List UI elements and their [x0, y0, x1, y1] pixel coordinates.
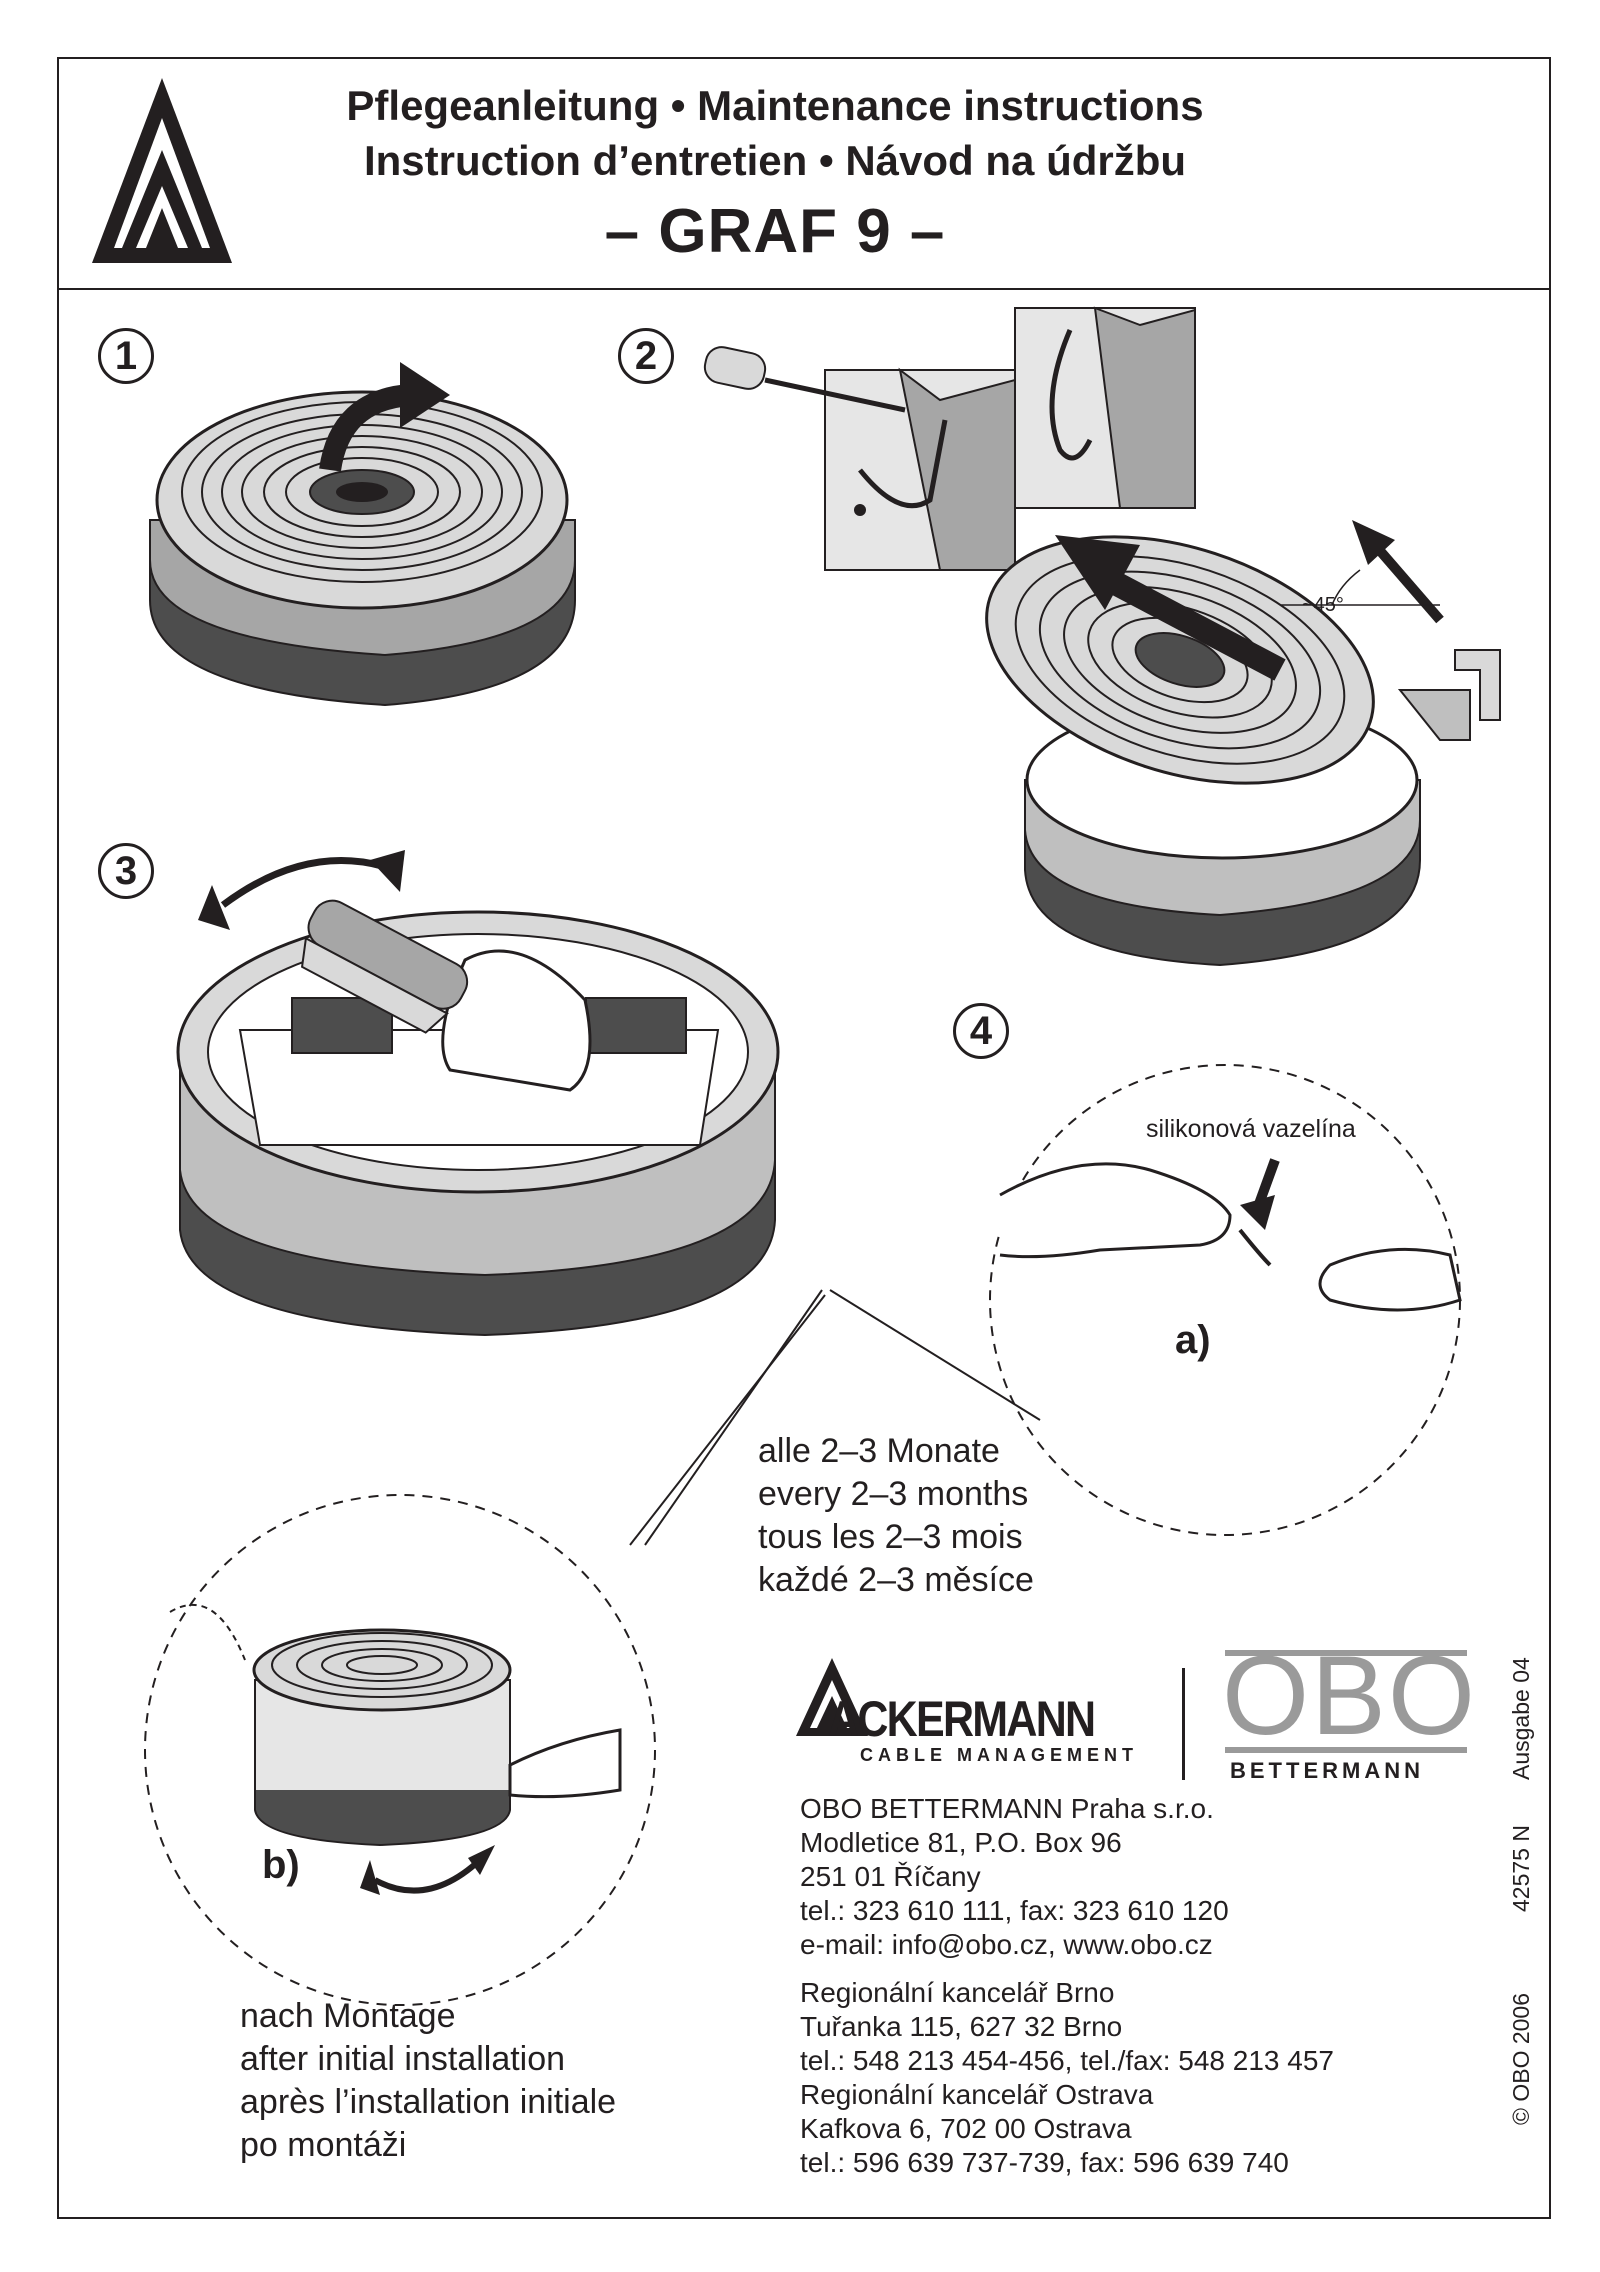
initial-callout: nach Montage after initial installation …: [240, 1995, 616, 2167]
ackermann-wordmark: ACKERMANN: [828, 1691, 1096, 1747]
step3-cleaning-illustration: [176, 850, 780, 1337]
obo-subtitle: BETTERMANN: [1230, 1758, 1424, 1783]
interval-callout: alle 2–3 Monate every 2–3 months tous le…: [758, 1430, 1034, 1602]
company-email: e-mail: info@obo.cz, www.obo.cz: [800, 1929, 1213, 1960]
obo-frame-icon: [1225, 1650, 1467, 1753]
lubricant-label: silikonová vazelína: [1146, 1115, 1356, 1143]
product-title: – GRAF 9 –: [604, 197, 946, 266]
page-frame: [57, 57, 1551, 2219]
document-number: 42575 N: [1508, 1825, 1534, 1912]
ackermann-logo-icon: [796, 1658, 868, 1736]
initial-de: nach Montage: [240, 1997, 456, 2035]
step1-floorbox-illustration: [149, 362, 576, 707]
brno-office-title: Regionální kancelář Brno: [800, 1977, 1115, 2008]
ostrava-office-title: Regionální kancelář Ostrava: [800, 2079, 1154, 2110]
ackermann-subtitle: CABLE MANAGEMENT: [860, 1745, 1138, 1765]
angle-label: ~45°: [1302, 594, 1344, 616]
detail-a-label: a): [1175, 1318, 1211, 1362]
step-number-4: 4: [953, 1003, 1009, 1059]
detail-b-label: b): [262, 1843, 300, 1887]
initial-en: after initial installation: [240, 2040, 566, 2078]
copyright-note: © OBO 2006: [1508, 1992, 1534, 2125]
company-name: OBO BETTERMANN Praha s.r.o.: [800, 1793, 1214, 1824]
title-line-2: Instruction d’entretien • Návod na údržb…: [363, 137, 1187, 184]
edition-note: Ausgabe 04: [1508, 1657, 1534, 1780]
company-address-1: Modletice 81, P.O. Box 96: [800, 1827, 1122, 1858]
ackermann-triangle-icon: [92, 78, 232, 263]
ostrava-office-address: Kafkova 6, 702 00 Ostrava: [800, 2113, 1132, 2144]
step2-lid-lifting-illustration: [985, 520, 1501, 967]
header-divider: [57, 288, 1551, 290]
brno-office-address: Tuřanka 115, 627 32 Brno: [800, 2011, 1123, 2042]
brand-divider: [1182, 1668, 1185, 1780]
brno-office-phone: tel.: 548 213 454-456, tel./fax: 548 213…: [800, 2045, 1334, 2076]
interval-cz: každé 2–3 měsíce: [758, 1561, 1034, 1599]
step2-detail-inset-1: [703, 346, 1016, 571]
initial-fr: après l’installation initiale: [240, 2083, 617, 2121]
step-number-2: 2: [618, 328, 674, 384]
detail-b-circle: [144, 1294, 826, 2006]
step2-detail-inset-2: [1014, 306, 1196, 509]
step4-detail-a-circle: [644, 1064, 1462, 1546]
interval-de: alle 2–3 Monate: [758, 1432, 1000, 1470]
title-line-1: Pflegeanleitung • Maintenance instructio…: [346, 82, 1204, 129]
step-number-3: 3: [98, 843, 154, 899]
initial-cz: po montáži: [240, 2126, 407, 2164]
company-phone: tel.: 323 610 111, fax: 323 610 120: [800, 1895, 1229, 1926]
interval-en: every 2–3 months: [758, 1475, 1029, 1513]
company-address-2: 251 01 Říčany: [800, 1861, 981, 1892]
step-number-1: 1: [98, 328, 154, 384]
ostrava-office-phone: tel.: 596 639 737-739, fax: 596 639 740: [800, 2147, 1289, 2178]
interval-fr: tous les 2–3 mois: [758, 1518, 1023, 1556]
